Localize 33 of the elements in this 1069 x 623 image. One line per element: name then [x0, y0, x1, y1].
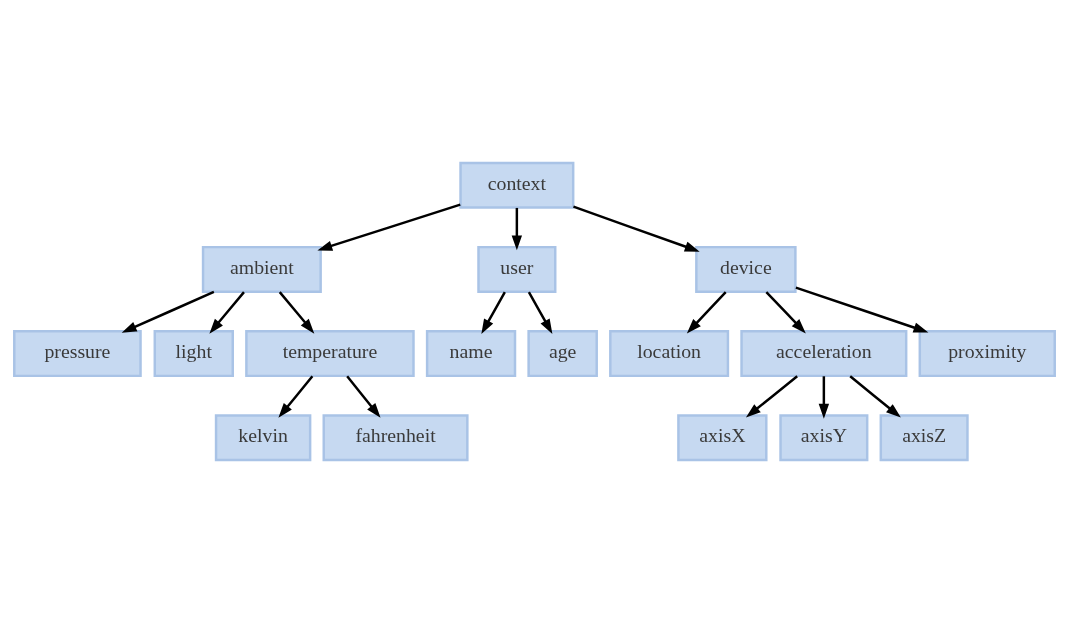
arrow — [278, 375, 314, 418]
node-box: axisZ — [879, 414, 969, 462]
node-box: pressure — [13, 330, 142, 378]
node-box: axisY — [779, 414, 869, 462]
arrow — [765, 291, 806, 334]
node-box: proximity — [918, 330, 1056, 378]
arrow — [686, 291, 727, 334]
arrow — [818, 376, 830, 419]
arrow — [511, 207, 523, 251]
arrow — [745, 375, 798, 418]
node-box: device — [695, 245, 797, 293]
node-box: user — [477, 245, 557, 293]
node-box: fahrenheit — [322, 414, 469, 462]
arrow — [527, 291, 553, 335]
arrow — [795, 286, 929, 333]
arrow — [317, 203, 461, 251]
arrow — [278, 291, 315, 334]
arrow — [209, 291, 245, 334]
node-box: context — [459, 161, 575, 209]
arrow — [346, 375, 381, 418]
node-box: name — [425, 330, 517, 378]
arrow — [573, 205, 700, 252]
node-box: ambient — [201, 245, 322, 293]
node-box: acceleration — [740, 330, 908, 378]
node-box: light — [153, 330, 234, 378]
node-box: location — [609, 330, 730, 378]
node-box: kelvin — [214, 414, 312, 462]
node-box: axisX — [677, 414, 768, 462]
arrow — [121, 290, 215, 333]
node-box: temperature — [245, 330, 415, 378]
arrow — [481, 291, 506, 335]
arrow — [849, 375, 901, 418]
node-box: age — [527, 330, 598, 378]
